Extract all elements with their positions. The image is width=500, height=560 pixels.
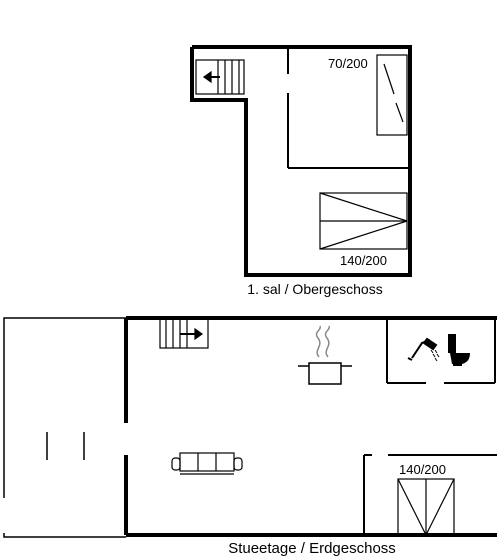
ground-floor-walls <box>3 316 497 538</box>
upper-floor-caption: 1. sal / Obergeschoss <box>247 281 382 297</box>
staircase-icon <box>195 59 245 95</box>
toilet-icon <box>448 334 470 366</box>
upper-floor-plan: 70/200 140/200 1. sal / Obergeschoss <box>190 45 412 297</box>
bed-size-label-ground: 140/200 <box>399 462 446 477</box>
bed-size-label-upper-large: 140/200 <box>340 253 387 268</box>
ground-floor-plan: 140/200 Stueetage / Erdgeschoss <box>3 316 497 557</box>
window-icon <box>46 432 85 460</box>
double-bed-icon <box>397 478 455 536</box>
upper-floor-interior-walls <box>287 47 410 169</box>
upper-floor-walls <box>190 45 412 277</box>
staircase-icon <box>159 317 209 349</box>
cooking-pot-icon <box>298 325 352 385</box>
ground-floor-caption: Stueetage / Erdgeschoss <box>228 540 396 557</box>
bathroom-walls <box>386 318 495 384</box>
sofa-icon <box>171 452 243 475</box>
double-bed-icon <box>319 192 408 250</box>
shower-icon <box>407 337 440 362</box>
bed-size-label-upper-small: 70/200 <box>328 56 368 71</box>
single-bed-icon <box>376 54 408 136</box>
bedroom-walls <box>363 454 497 535</box>
